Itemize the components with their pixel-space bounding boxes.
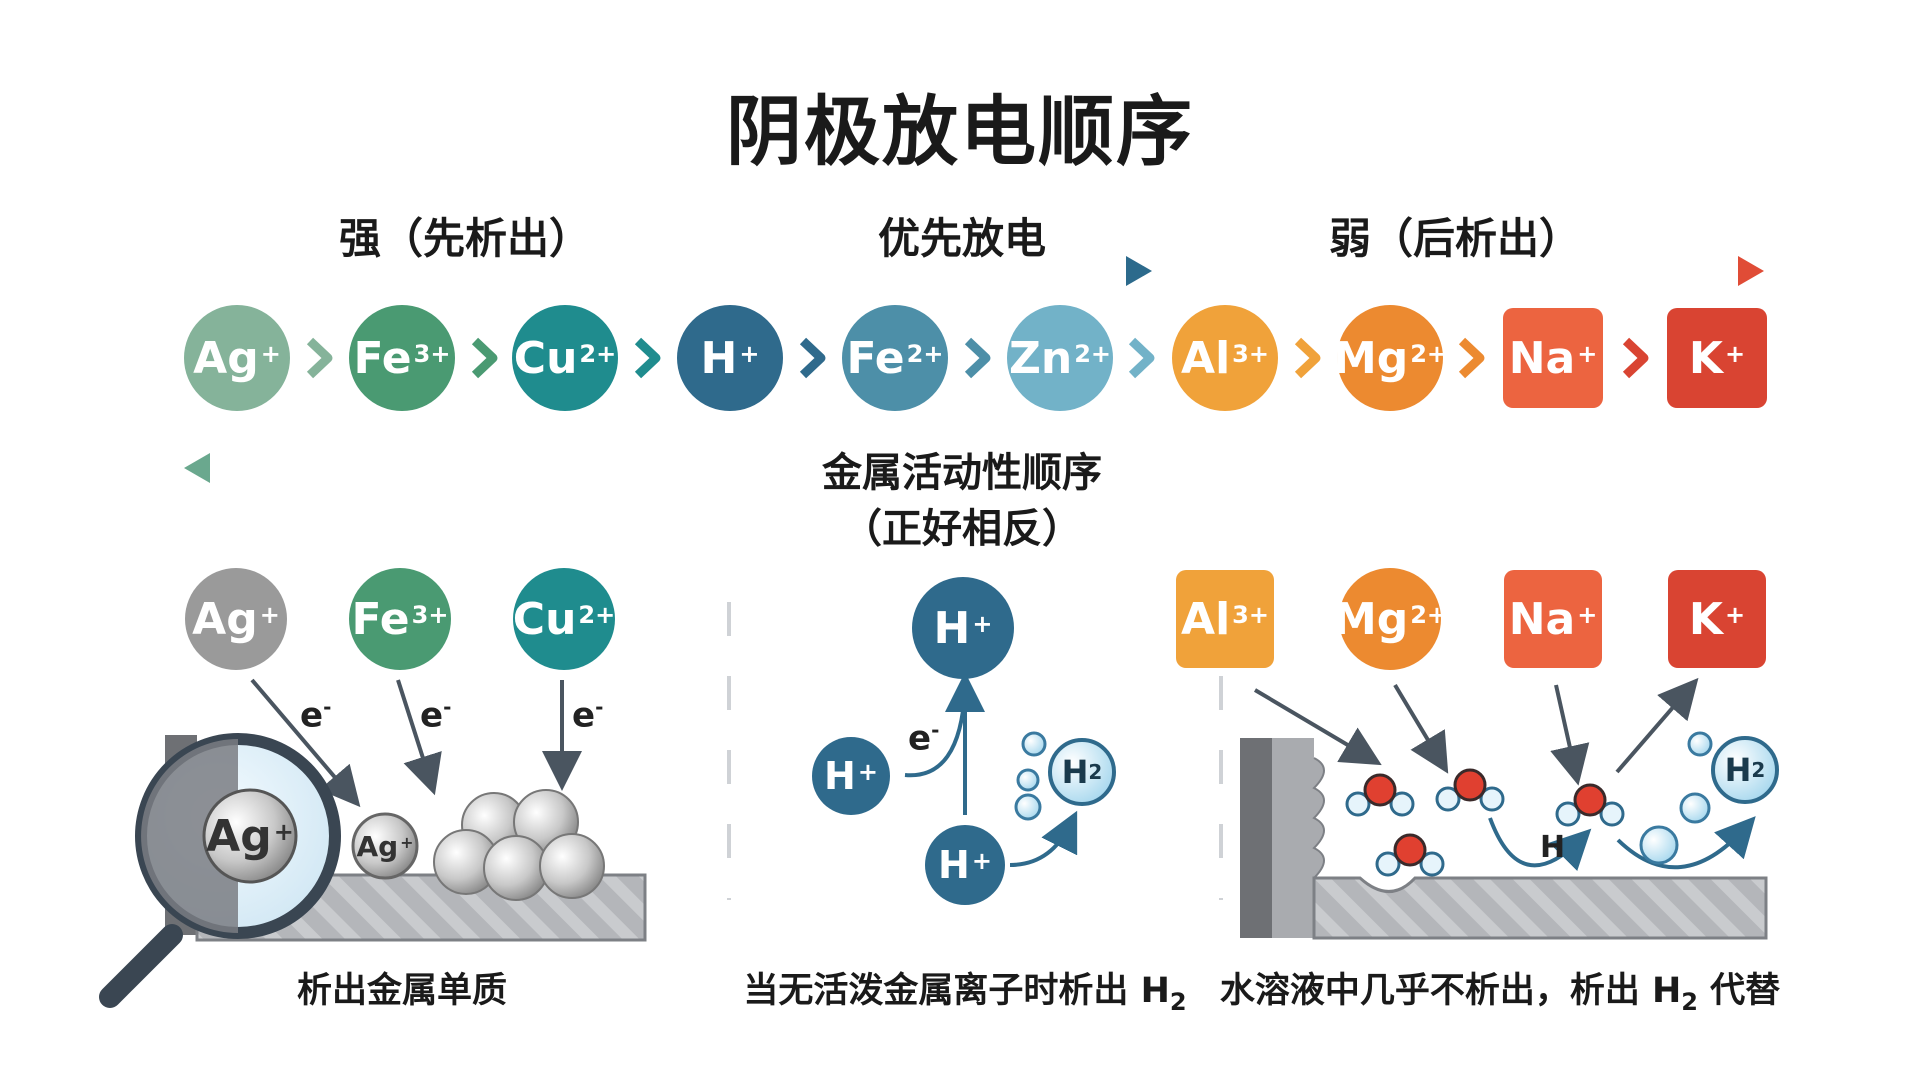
water-molecule xyxy=(1555,783,1625,827)
hydrogen-atom-label: H xyxy=(1540,830,1566,865)
right-water-scene xyxy=(1240,677,1779,940)
electron-label-middle: e- xyxy=(908,718,940,759)
series-chevron-arrow xyxy=(471,337,498,379)
caption-right: 水溶液中几乎不析出，析出 H2 代替 xyxy=(1219,971,1781,1016)
magnifier-handle xyxy=(99,924,183,1008)
header-weak: 弱（后析出） xyxy=(1328,214,1582,263)
series-ion-na-9: Na+ xyxy=(1503,308,1603,408)
caption-left: 析出金属单质 xyxy=(296,971,508,1011)
small-ion-label: Ag+ xyxy=(356,829,414,863)
series-chevron-arrow xyxy=(964,337,991,379)
page-title: 阴极放电顺序 xyxy=(726,87,1194,176)
magnified-silver-ion xyxy=(202,788,298,884)
series-chevron-arrow xyxy=(1622,337,1649,379)
left-ion-ag: Ag+ xyxy=(185,568,287,670)
header-priority: 优先放电 xyxy=(877,214,1047,263)
ion-h-plus-top: H+ xyxy=(912,577,1014,679)
series-chevron-arrow xyxy=(799,337,826,379)
series-ion-h-4: H+ xyxy=(677,305,783,411)
activity-order-note: （正好相反） xyxy=(842,506,1082,552)
middle-hydrogen-scene xyxy=(904,672,1116,867)
series-chevron-arrow xyxy=(1128,337,1155,379)
series-chevron-arrow xyxy=(1458,337,1485,379)
series-ion-k-10: K+ xyxy=(1667,308,1767,408)
header-strong: 强（先析出） xyxy=(338,214,592,263)
series-chevron-arrow xyxy=(1294,337,1321,379)
electron-label: e- xyxy=(420,695,452,736)
small-silver-ion xyxy=(351,812,419,880)
left-deposition-scene xyxy=(99,678,647,1008)
water-molecule xyxy=(1375,833,1445,877)
right-ion-k: K+ xyxy=(1668,570,1766,668)
series-chevron-arrow xyxy=(634,337,661,379)
h2-bubble-right xyxy=(1711,736,1779,804)
electron-label: e- xyxy=(572,695,604,736)
ion-h-plus-bottom: H+ xyxy=(925,825,1005,905)
caption-middle: 当无活泼金属离子时析出 H2 xyxy=(743,971,1187,1016)
right-ion-na: Na+ xyxy=(1504,570,1602,668)
water-molecule xyxy=(1435,768,1505,812)
water-molecule xyxy=(1345,773,1415,817)
ion-h-plus-left: H+ xyxy=(812,737,890,815)
magnified-ion-label: Ag+ xyxy=(206,810,294,862)
series-chevron-arrow xyxy=(306,337,333,379)
series-ion-ag-1: Ag+ xyxy=(184,305,290,411)
activity-order-label: 金属活动性顺序 xyxy=(822,450,1102,496)
electron-label: e- xyxy=(300,695,332,736)
h2-bubble-middle xyxy=(1048,738,1116,806)
